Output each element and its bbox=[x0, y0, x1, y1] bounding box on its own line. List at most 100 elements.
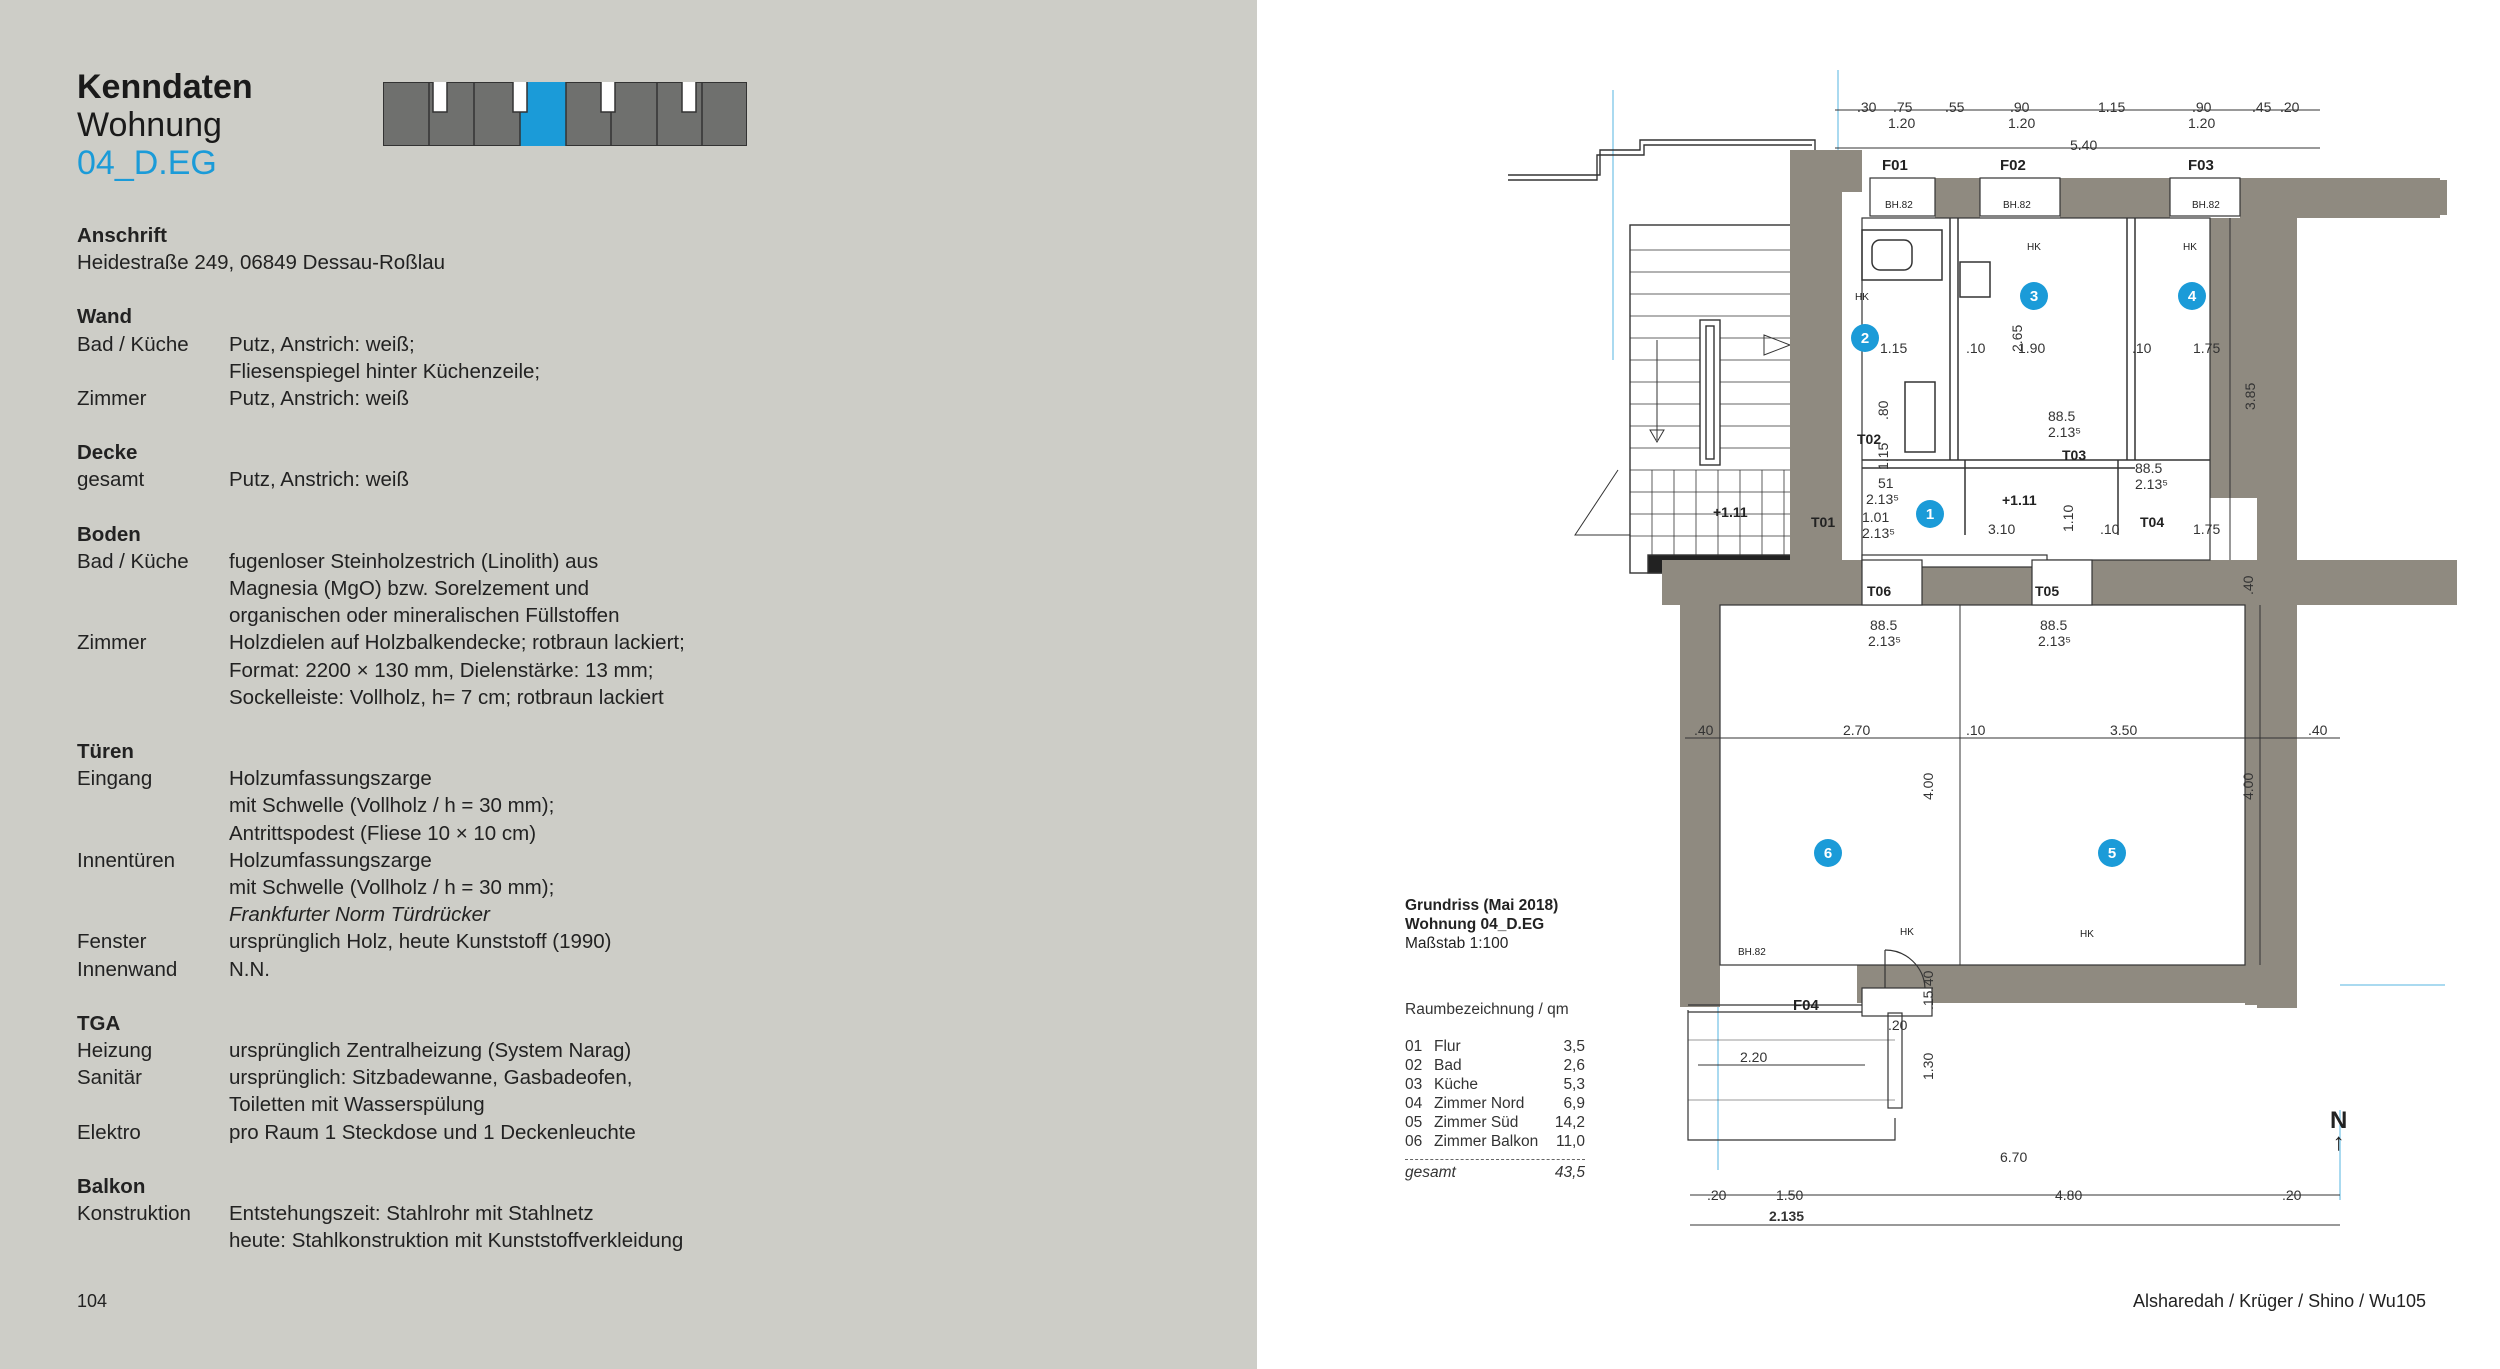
row-label: Elektro bbox=[77, 1120, 141, 1144]
row-value: mit Schwelle (Vollholz / h = 30 mm); bbox=[229, 876, 555, 900]
row-value: Holzumfassungszarge bbox=[229, 848, 432, 872]
floor-indicator bbox=[383, 82, 747, 146]
room-marker: 4 bbox=[2188, 288, 2197, 305]
row-value: organischen oder mineralischen Füllstoff… bbox=[229, 604, 620, 628]
row-label: Konstruktion bbox=[77, 1202, 191, 1226]
row-label: Bad / Küche bbox=[77, 549, 189, 573]
door-label: T02 bbox=[1857, 431, 1881, 447]
row-value: fugenloser Steinholzestrich (Linolith) a… bbox=[229, 549, 599, 573]
room-marker-labels: 1 2 3 4 5 6 bbox=[1824, 288, 2197, 862]
section-title: Balkon bbox=[77, 1174, 146, 1198]
dim-text: .10 bbox=[2132, 340, 2152, 356]
hk-label: HK bbox=[1855, 292, 1869, 303]
spec-section-tga: TGA Heizung ursprünglich Zentralheizung … bbox=[77, 1010, 777, 1146]
row-value: Putz, Anstrich: weiß bbox=[229, 387, 410, 411]
page-subtitle: Wohnung bbox=[77, 106, 222, 144]
left-page: Kenndaten Wohnung 04_D.EG Anschrift Heid… bbox=[0, 0, 1257, 1369]
page-number-left: 104 bbox=[77, 1291, 108, 1311]
dim-text: 1.15 bbox=[1875, 443, 1891, 470]
spec-section-wall: Wand Bad / Küche Putz, Anstrich: weiß;Fl… bbox=[77, 303, 777, 412]
north-letter: N bbox=[2330, 1107, 2348, 1134]
hk-label: HK bbox=[2027, 242, 2041, 253]
dim-text: 3.85 bbox=[2242, 383, 2258, 410]
door-label: T04 bbox=[2140, 514, 2164, 530]
section-title: Boden bbox=[77, 522, 141, 546]
dim-text: .20 bbox=[2282, 1187, 2302, 1203]
section-title: Türen bbox=[77, 740, 134, 764]
dim-text: 3.50 bbox=[2110, 722, 2137, 738]
bh-label: BH.82 bbox=[1885, 200, 1913, 211]
row-label: Innentüren bbox=[77, 848, 176, 872]
caption-subtitle: Wohnung 04_D.EG bbox=[1405, 916, 1545, 933]
dim-text: .40 bbox=[2240, 575, 2256, 595]
door-dim: 88.5 bbox=[2040, 617, 2067, 633]
dim-text: .75 bbox=[1893, 99, 1913, 115]
dim-text: 1.20 bbox=[1888, 115, 1915, 131]
row-value: Putz, Anstrich: weiß bbox=[229, 468, 410, 492]
dim-text: 1.30 bbox=[1920, 1053, 1936, 1080]
page-number-right: 105 bbox=[2396, 1291, 2427, 1311]
dim-text: .45 bbox=[2252, 99, 2272, 115]
row-value: Antrittspodest (Fliese 10 × 10 cm) bbox=[229, 821, 537, 845]
bh-label: BH.82 bbox=[1738, 947, 1766, 958]
room-marker: 3 bbox=[2030, 288, 2038, 305]
door-dim: 2.13⁵ bbox=[1862, 525, 1895, 541]
window-labels: F01 F02 F03 F04 bbox=[1793, 157, 2214, 1014]
row-label: Zimmer bbox=[77, 631, 147, 655]
section-title: TGA bbox=[77, 1011, 121, 1035]
level-markers: +1.11 +1.11 bbox=[1713, 492, 2037, 520]
dim-text: 4.00 bbox=[2240, 773, 2256, 800]
north-arrow-icon: ↑ bbox=[2332, 1129, 2345, 1156]
dim-text: .20 bbox=[1888, 1017, 1908, 1033]
row-label: Bad / Küche bbox=[77, 332, 189, 356]
dim-text: 2.65 bbox=[2009, 325, 2025, 352]
row-value: Magnesia (MgO) bzw. Sorelzement und bbox=[229, 577, 590, 601]
window-label: F04 bbox=[1793, 997, 1820, 1014]
dim-text: .90 bbox=[2192, 99, 2212, 115]
row-value: Holzumfassungszarge bbox=[229, 767, 432, 791]
row-value: Putz, Anstrich: weiß; bbox=[229, 332, 415, 356]
dim-text: 1.75 bbox=[2193, 340, 2220, 356]
dim-text: 4.80 bbox=[2055, 1187, 2082, 1203]
door-dim: 2.13⁵ bbox=[1866, 491, 1899, 507]
authors: Alsharedah / Krüger / Shino / Wu bbox=[2133, 1291, 2396, 1311]
door-label: T05 bbox=[2035, 583, 2059, 599]
dimension-texts: .30 .75 .55 .90 1.15 .90 .45 .20 1.20 1.… bbox=[1694, 99, 2328, 1224]
dim-text: .20 bbox=[2280, 99, 2300, 115]
spec-section-ceiling: Decke gesamt Putz, Anstrich: weiß bbox=[77, 439, 777, 493]
door-labels: T01 T02 T03 T04 T05 T06 bbox=[1811, 431, 2164, 599]
dim-text: 3.10 bbox=[1988, 521, 2015, 537]
window-label: F03 bbox=[2188, 157, 2214, 174]
door-dim: 2.13⁵ bbox=[1868, 633, 1901, 649]
dim-text: 4.00 bbox=[1920, 773, 1936, 800]
row-value: Frankfurter Norm Türdrücker bbox=[229, 903, 490, 927]
door-label: T03 bbox=[2062, 447, 2086, 463]
room-marker: 2 bbox=[1861, 330, 1869, 347]
door-dim: 88.5 bbox=[2135, 460, 2162, 476]
row-value: ursprünglich Holz, heute Kunststoff (199… bbox=[229, 930, 612, 954]
room-marker: 1 bbox=[1926, 506, 1934, 523]
section-title: Anschrift bbox=[77, 224, 167, 247]
dim-text: .30 bbox=[1857, 99, 1877, 115]
dim-text: .90 bbox=[2010, 99, 2030, 115]
row-label: Sanitär bbox=[77, 1066, 142, 1090]
row-value: ursprünglich Zentralheizung (System Nara… bbox=[229, 1039, 632, 1063]
row-value: ursprünglich: Sitzbadewanne, Gasbadeofen… bbox=[229, 1066, 633, 1090]
room-markers bbox=[1814, 282, 2206, 867]
row-value: Format: 2200 × 130 mm, Dielenstärke: 13 … bbox=[229, 658, 654, 682]
row-value: Fliesenspiegel hinter Küchenzeile; bbox=[229, 359, 541, 383]
floor-plan: F01 F02 F03 F04 BH.82 BH.82 BH.82 BH.82 … bbox=[1508, 70, 2457, 1226]
door-dim: 2.13⁵ bbox=[2135, 476, 2168, 492]
row-value: heute: Stahlkonstruktion mit Kunststoffv… bbox=[229, 1229, 684, 1253]
dim-text: .10 bbox=[1966, 340, 1986, 356]
door-dim: 2.13⁵ bbox=[2038, 633, 2071, 649]
row-value: mit Schwelle (Vollholz / h = 30 mm); bbox=[229, 794, 555, 818]
room-outlines bbox=[1687, 217, 2246, 1141]
dimension-lines bbox=[1685, 109, 2340, 1226]
door-dim: 1.01 bbox=[1862, 509, 1889, 525]
